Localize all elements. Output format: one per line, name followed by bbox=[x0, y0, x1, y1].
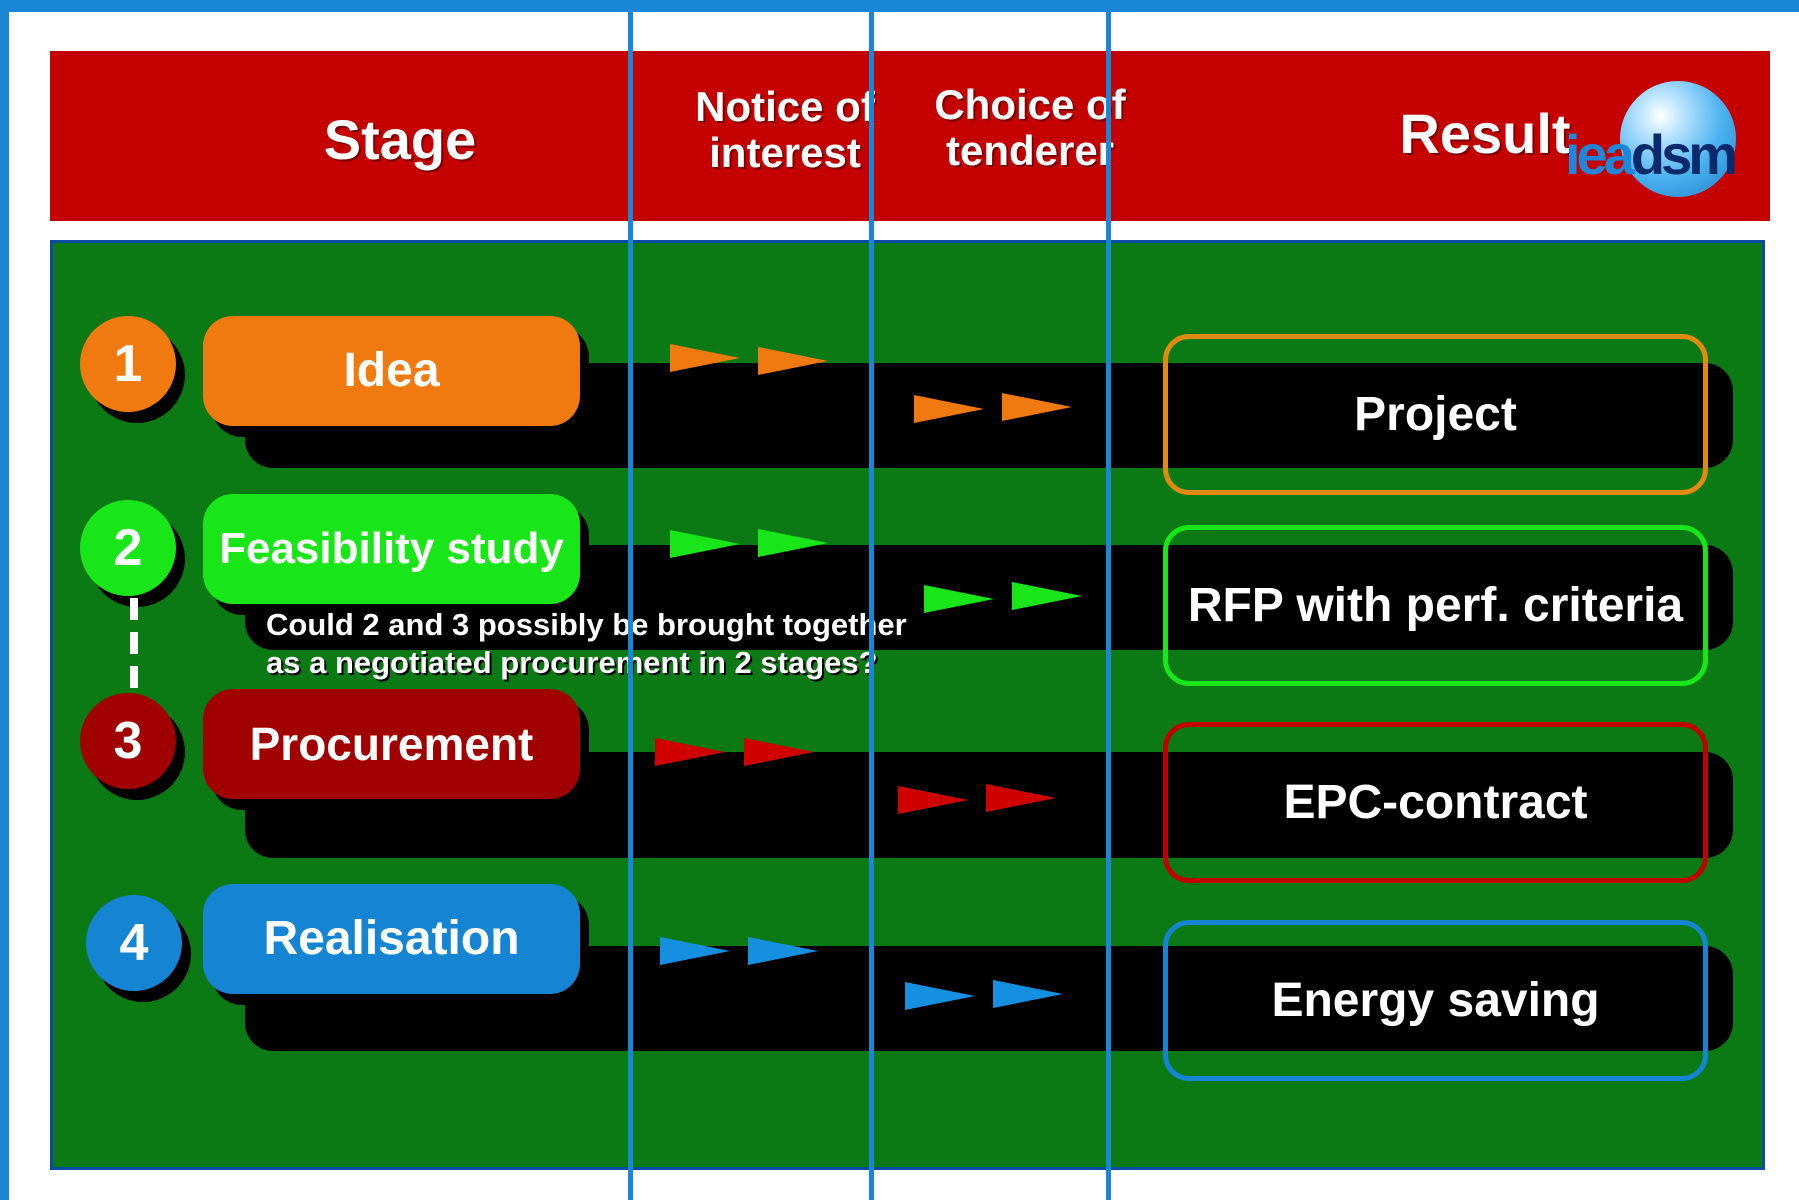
stage-4-number: 4 bbox=[86, 895, 182, 991]
stage-3-arrow-icon bbox=[655, 738, 725, 766]
stage-2-result: RFP with perf. criteria bbox=[1163, 525, 1708, 686]
stage-1-number: 1 bbox=[80, 316, 176, 412]
column-divider bbox=[628, 0, 633, 1200]
link-dash bbox=[130, 632, 138, 654]
stage-3-label: Procurement bbox=[203, 689, 580, 799]
result-column-header: Result bbox=[1399, 102, 1571, 165]
globe-icon bbox=[1620, 81, 1736, 197]
link-dash bbox=[130, 598, 138, 620]
stage-3-number: 3 bbox=[80, 693, 176, 789]
stage-4-arrow-icon bbox=[905, 982, 975, 1010]
stage-4-arrow-icon bbox=[660, 937, 730, 965]
stage-1-arrow-icon bbox=[914, 395, 984, 423]
header-bar: Stage Notice of interest Choice of tende… bbox=[50, 51, 1770, 221]
left-border bbox=[0, 0, 9, 1200]
stage-2-number: 2 bbox=[80, 500, 176, 596]
note-line-1: Could 2 and 3 possibly be brought togeth… bbox=[266, 607, 907, 642]
stage-1-arrow-icon bbox=[670, 344, 740, 372]
stage-3-result: EPC-contract bbox=[1163, 722, 1708, 883]
stage-1-arrow-icon bbox=[758, 347, 828, 375]
stage-4-label: Realisation bbox=[203, 884, 580, 994]
stage-4-arrow-icon bbox=[748, 937, 818, 965]
stage-2-arrow-icon bbox=[1012, 582, 1082, 610]
stage-2-label: Feasibility study bbox=[203, 494, 580, 604]
logo-text: ieadsm bbox=[1565, 123, 1738, 186]
notice-of-interest-column-header: Notice of interest bbox=[695, 83, 875, 176]
stage-1-label: Idea bbox=[203, 316, 580, 426]
column-divider bbox=[869, 0, 874, 1200]
iea-dsm-logo: ieadsm bbox=[1560, 78, 1750, 203]
note-line-2: as a negotiated procurement in 2 stages? bbox=[266, 645, 878, 680]
stage-3-arrow-icon bbox=[986, 784, 1056, 812]
link-dash bbox=[130, 666, 138, 688]
stage-column-header: Stage bbox=[323, 108, 477, 171]
merge-question-note: Could 2 and 3 possibly be brought togeth… bbox=[266, 606, 1026, 682]
stage-1-result: Project bbox=[1163, 334, 1708, 495]
choice-of-tenderer-column-header: Choice of tenderer bbox=[934, 81, 1126, 174]
stage-3-arrow-icon bbox=[898, 786, 968, 814]
stage-2-arrow-icon bbox=[758, 529, 828, 557]
stage-1-arrow-icon bbox=[1002, 393, 1072, 421]
stage-2-arrow-icon bbox=[924, 585, 994, 613]
stage-4-result: Energy saving bbox=[1163, 920, 1708, 1081]
top-border bbox=[0, 0, 1799, 12]
stage-2-arrow-icon bbox=[670, 530, 740, 558]
stage-4-arrow-icon bbox=[993, 980, 1063, 1008]
stage-3-arrow-icon bbox=[744, 738, 814, 766]
column-divider bbox=[1106, 0, 1111, 1200]
